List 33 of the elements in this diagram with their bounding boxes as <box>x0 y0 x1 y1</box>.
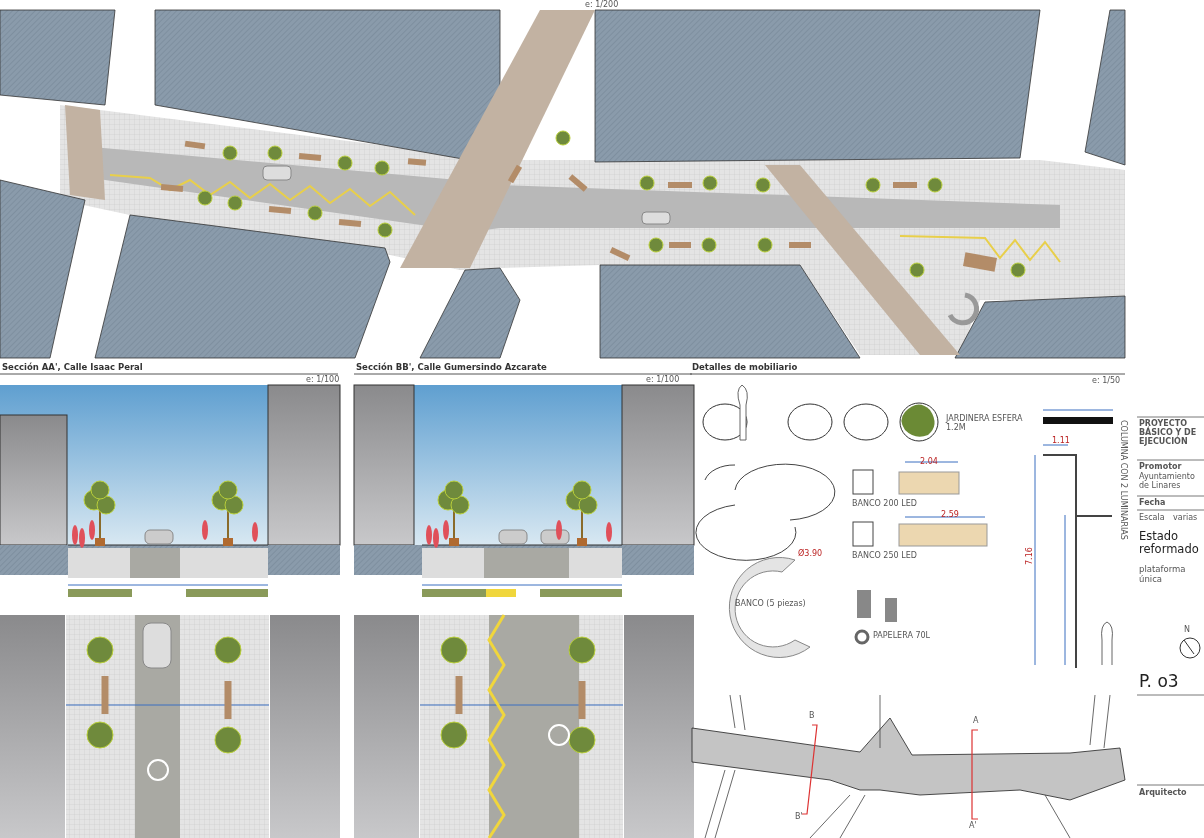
plan-marker: A <box>973 716 979 726</box>
title-block-text: PROYECTO BÁSICO Y DE EJECUCIÓN <box>1139 419 1198 447</box>
dimension-text: 2.59 <box>941 510 959 520</box>
title-block-text: Promotor <box>1139 462 1182 472</box>
dimension-text: 2.04 <box>920 457 938 467</box>
dimension-text: Ø3.90 <box>798 549 823 559</box>
plan-marker: B <box>809 711 815 721</box>
furniture-caption: JARDINERA ESFERA 1.2M <box>946 414 1024 433</box>
plan-marker: A' <box>969 821 977 831</box>
title-block-text: varias <box>1173 513 1198 523</box>
title-block-text: Fecha <box>1139 498 1166 508</box>
title-block-text: P. o3 <box>1139 672 1179 692</box>
section-heading: Detalles de mobiliario <box>692 363 798 373</box>
furniture-caption: PAPELERA 70L <box>873 631 931 641</box>
furniture-caption: BANCO 200 LED <box>852 499 917 509</box>
furniture-caption: BANCO (5 piezas) <box>735 599 806 609</box>
title-block-text: plataforma única <box>1139 565 1187 585</box>
dimension-text: 7.16 <box>1025 547 1035 565</box>
title-block-text: Estado reformado <box>1139 530 1200 557</box>
scale-note: e: 1/200 <box>585 0 619 10</box>
scale-note: e: 1/100 <box>306 375 340 385</box>
furniture-caption: BANCO 250 LED <box>852 551 917 561</box>
dimension-text: 1.11 <box>1052 436 1070 446</box>
title-block-text: Ayuntamiento de Linares <box>1139 472 1196 491</box>
title-block-text: Escala <box>1139 513 1165 523</box>
section-heading: Sección BB', Calle Gumersindo Azcarate <box>356 363 547 373</box>
scale-note: e: 1/100 <box>646 375 680 385</box>
plan-marker: B' <box>795 812 803 822</box>
scale-note: e: 1/50 <box>1092 376 1121 386</box>
title-block-text: N <box>1184 625 1190 635</box>
section-heading: Sección AA', Calle Isaac Peral <box>2 363 143 373</box>
furniture-caption: COLUMNA CON 2 LUMINARIAS <box>1118 420 1128 540</box>
title-block-text: Arquitecto <box>1139 788 1187 798</box>
